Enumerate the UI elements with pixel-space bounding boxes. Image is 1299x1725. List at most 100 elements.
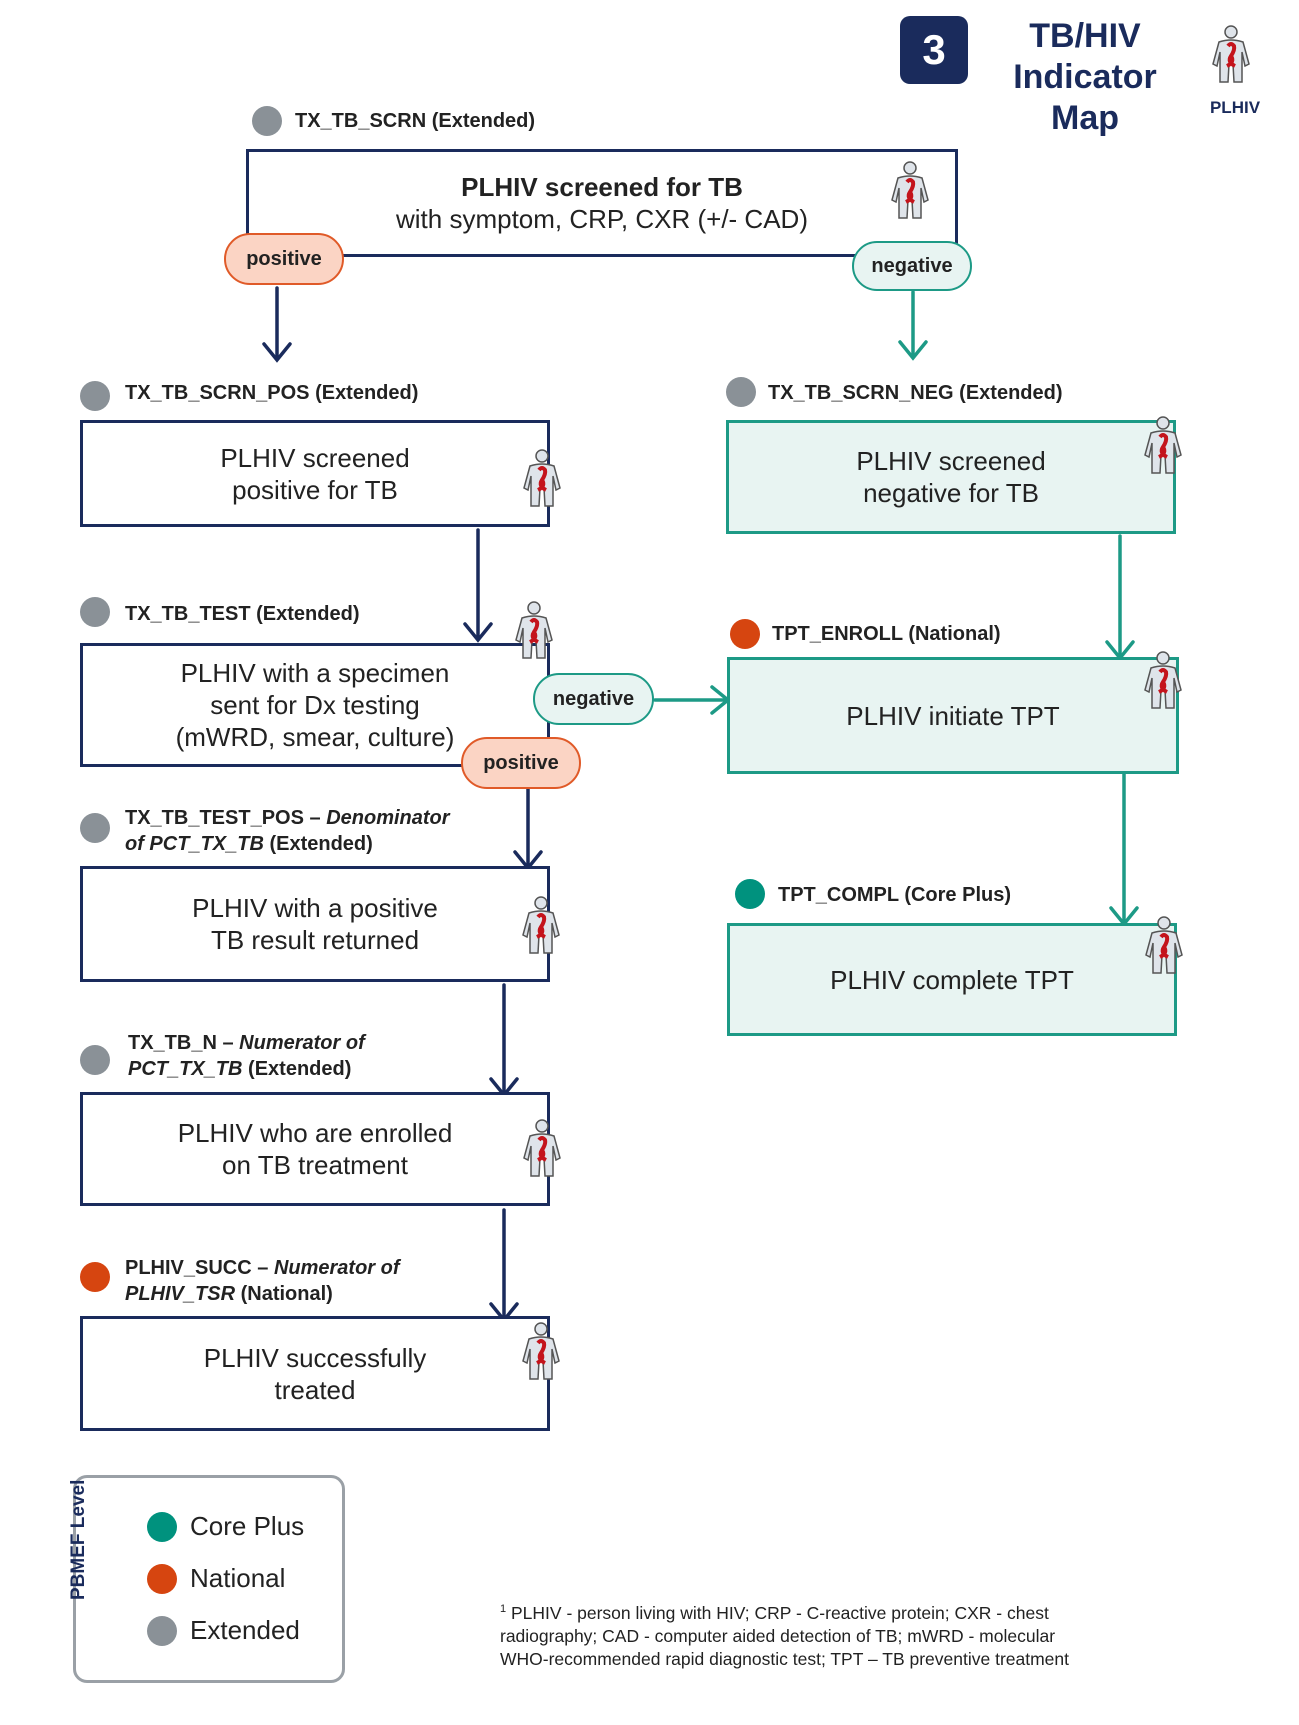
plhiv-person-icon: [1212, 25, 1250, 83]
indicator-dash: –: [251, 1257, 274, 1279]
indicator-level: (National): [240, 1283, 333, 1305]
indicator-note: of PCT_TX_TB: [125, 833, 264, 855]
legend-national-label: National: [190, 1563, 286, 1593]
legend-core-plus-label: Core Plus: [190, 1511, 305, 1541]
core-plus-level-dot: [735, 879, 765, 909]
box-line-1: PLHIV screened: [220, 442, 410, 473]
indicator-dash: –: [303, 807, 327, 829]
indicator-label-tpt-compl: TPT_COMPL (Core Plus): [778, 882, 1011, 908]
title-line-2: Indicator Map: [1013, 58, 1157, 137]
box-line-1: PLHIV who are enrolled: [177, 1118, 453, 1148]
indicator-code: TX_TB_TEST: [125, 603, 251, 625]
box-line-2: sent for Dx testing: [210, 690, 420, 720]
indicator-code: TX_TB_SCRN_NEG: [768, 382, 954, 404]
box-line-1: PLHIV with a positive: [192, 893, 438, 923]
box-plhiv-positive-result: PLHIV with a positive TB result returned: [80, 866, 550, 982]
national-level-dot: [80, 1262, 110, 1292]
indicator-level: (Extended): [315, 382, 419, 404]
legend-extended-label: Extended: [190, 1615, 300, 1645]
footnote-line-3: WHO-recommended rapid diagnostic test; T…: [500, 1648, 1069, 1669]
indicator-code: TPT_ENROLL: [772, 623, 903, 645]
indicator-note: PLHIV_TSR: [125, 1283, 236, 1305]
indicator-code: TX_TB_TEST_POS: [125, 807, 304, 829]
box-line-2: treated: [274, 1374, 356, 1405]
legend-title: PBMEF Level: [68, 1479, 89, 1600]
box-line-1: PLHIV initiate TPT: [846, 700, 1060, 731]
box-line-3: (mWRD, smear, culture): [175, 722, 455, 752]
box-plhiv-initiate-tpt: PLHIV initiate TPT: [727, 657, 1179, 774]
box-plhiv-enrolled-tb-treatment: PLHIV who are enrolled on TB treatment: [80, 1092, 550, 1206]
footnote-line-2: radiography; CAD - computer aided detect…: [500, 1625, 1056, 1646]
title-line-1: TB/HIV: [1029, 17, 1141, 55]
plhiv-person-icon: [1144, 651, 1182, 709]
plhiv-person-icon: [523, 449, 561, 507]
indicator-note: Denominator: [326, 807, 450, 829]
extended-level-dot: [252, 106, 282, 136]
indicator-note: PCT_TX_TB: [128, 1058, 243, 1080]
indicator-level: (Extended): [959, 382, 1063, 404]
indicator-code: TX_TB_SCRN_POS: [125, 382, 310, 404]
box-plhiv-screened-negative: PLHIV screened negative for TB: [726, 420, 1176, 534]
footnote-line-1: PLHIV - person living with HIV; CRP - C-…: [511, 1602, 1049, 1623]
indicator-level: (Extended): [256, 603, 360, 625]
extended-level-dot: [80, 381, 110, 411]
page-title: TB/HIV Indicator Map: [975, 16, 1195, 139]
indicator-label-plhiv-succ: PLHIV_SUCC – Numerator of PLHIV_TSR (Nat…: [125, 1255, 400, 1307]
extended-level-dot: [726, 377, 756, 407]
box-line-1: PLHIV complete TPT: [830, 964, 1074, 995]
box-line-2: positive for TB: [232, 474, 398, 505]
footnote-marker: 1: [500, 1603, 507, 1615]
indicator-label-scrn-pos: TX_TB_SCRN_POS (Extended): [125, 380, 418, 406]
negative-pill: negative: [852, 241, 972, 291]
indicator-level: (Extended): [269, 833, 373, 855]
indicator-label-tx-tb-n: TX_TB_N – Numerator of PCT_TX_TB (Extend…: [128, 1030, 365, 1082]
indicator-note: Numerator of: [239, 1032, 365, 1054]
footnote: 1 PLHIV - person living with HIV; CRP - …: [500, 1598, 1140, 1671]
plhiv-person-icon: [523, 1119, 561, 1177]
indicator-dash: –: [216, 1032, 240, 1054]
plhiv-person-icon: [522, 1322, 560, 1380]
box-line-1: PLHIV successfully: [203, 1342, 427, 1373]
box-plhiv-screened-positive: PLHIV screened positive for TB: [80, 420, 550, 527]
legend-extended-dot: [147, 1616, 177, 1646]
indicator-label-test-pos: TX_TB_TEST_POS – Denominator of PCT_TX_T…: [125, 805, 450, 857]
plhiv-person-icon: [1144, 416, 1182, 474]
box-line-2: with symptom, CRP, CXR (+/- CAD): [396, 204, 808, 234]
box-plhiv-complete-tpt: PLHIV complete TPT: [727, 923, 1177, 1036]
indicator-code: TX_TB_SCRN: [295, 110, 427, 132]
map-number-badge: 3: [900, 16, 968, 84]
indicator-label-tpt-enroll: TPT_ENROLL (National): [772, 621, 1001, 647]
box-line-1: PLHIV with a specimen: [180, 658, 450, 688]
negative-pill: negative: [533, 673, 654, 725]
plhiv-person-icon: [1145, 916, 1183, 974]
indicator-level: (National): [908, 623, 1001, 645]
legend-national-dot: [147, 1564, 177, 1594]
national-level-dot: [730, 619, 760, 649]
indicator-label-scrn-neg: TX_TB_SCRN_NEG (Extended): [768, 380, 1063, 406]
indicator-code: PLHIV_SUCC: [125, 1257, 252, 1279]
plhiv-person-icon: [891, 161, 929, 219]
extended-level-dot: [80, 597, 110, 627]
box-line-1: PLHIV screened: [856, 446, 1046, 476]
positive-pill: positive: [224, 233, 344, 285]
extended-level-dot: [80, 813, 110, 843]
legend-core-plus-dot: [147, 1512, 177, 1542]
box-plhiv-successfully-treated: PLHIV successfully treated: [80, 1316, 550, 1431]
indicator-code: TPT_COMPL: [778, 884, 899, 906]
legend: [73, 1475, 345, 1683]
box-line-1: PLHIV screened for TB: [461, 172, 743, 202]
positive-pill: positive: [461, 737, 581, 789]
box-line-2: TB result returned: [210, 925, 420, 955]
box-line-2: negative for TB: [863, 478, 1039, 508]
extended-level-dot: [80, 1045, 110, 1075]
indicator-level: (Extended): [248, 1058, 352, 1080]
indicator-label-scrn: TX_TB_SCRN (Extended): [295, 108, 535, 134]
box-line-2: on TB treatment: [222, 1150, 408, 1180]
indicator-level: (Extended): [431, 110, 536, 132]
indicator-note: Numerator of: [273, 1257, 400, 1279]
plhiv-person-icon: [515, 601, 553, 659]
indicator-label-test: TX_TB_TEST (Extended): [125, 601, 359, 627]
plhiv-icon-label: PLHIV: [1209, 98, 1261, 117]
indicator-level: (Core Plus): [904, 884, 1012, 906]
